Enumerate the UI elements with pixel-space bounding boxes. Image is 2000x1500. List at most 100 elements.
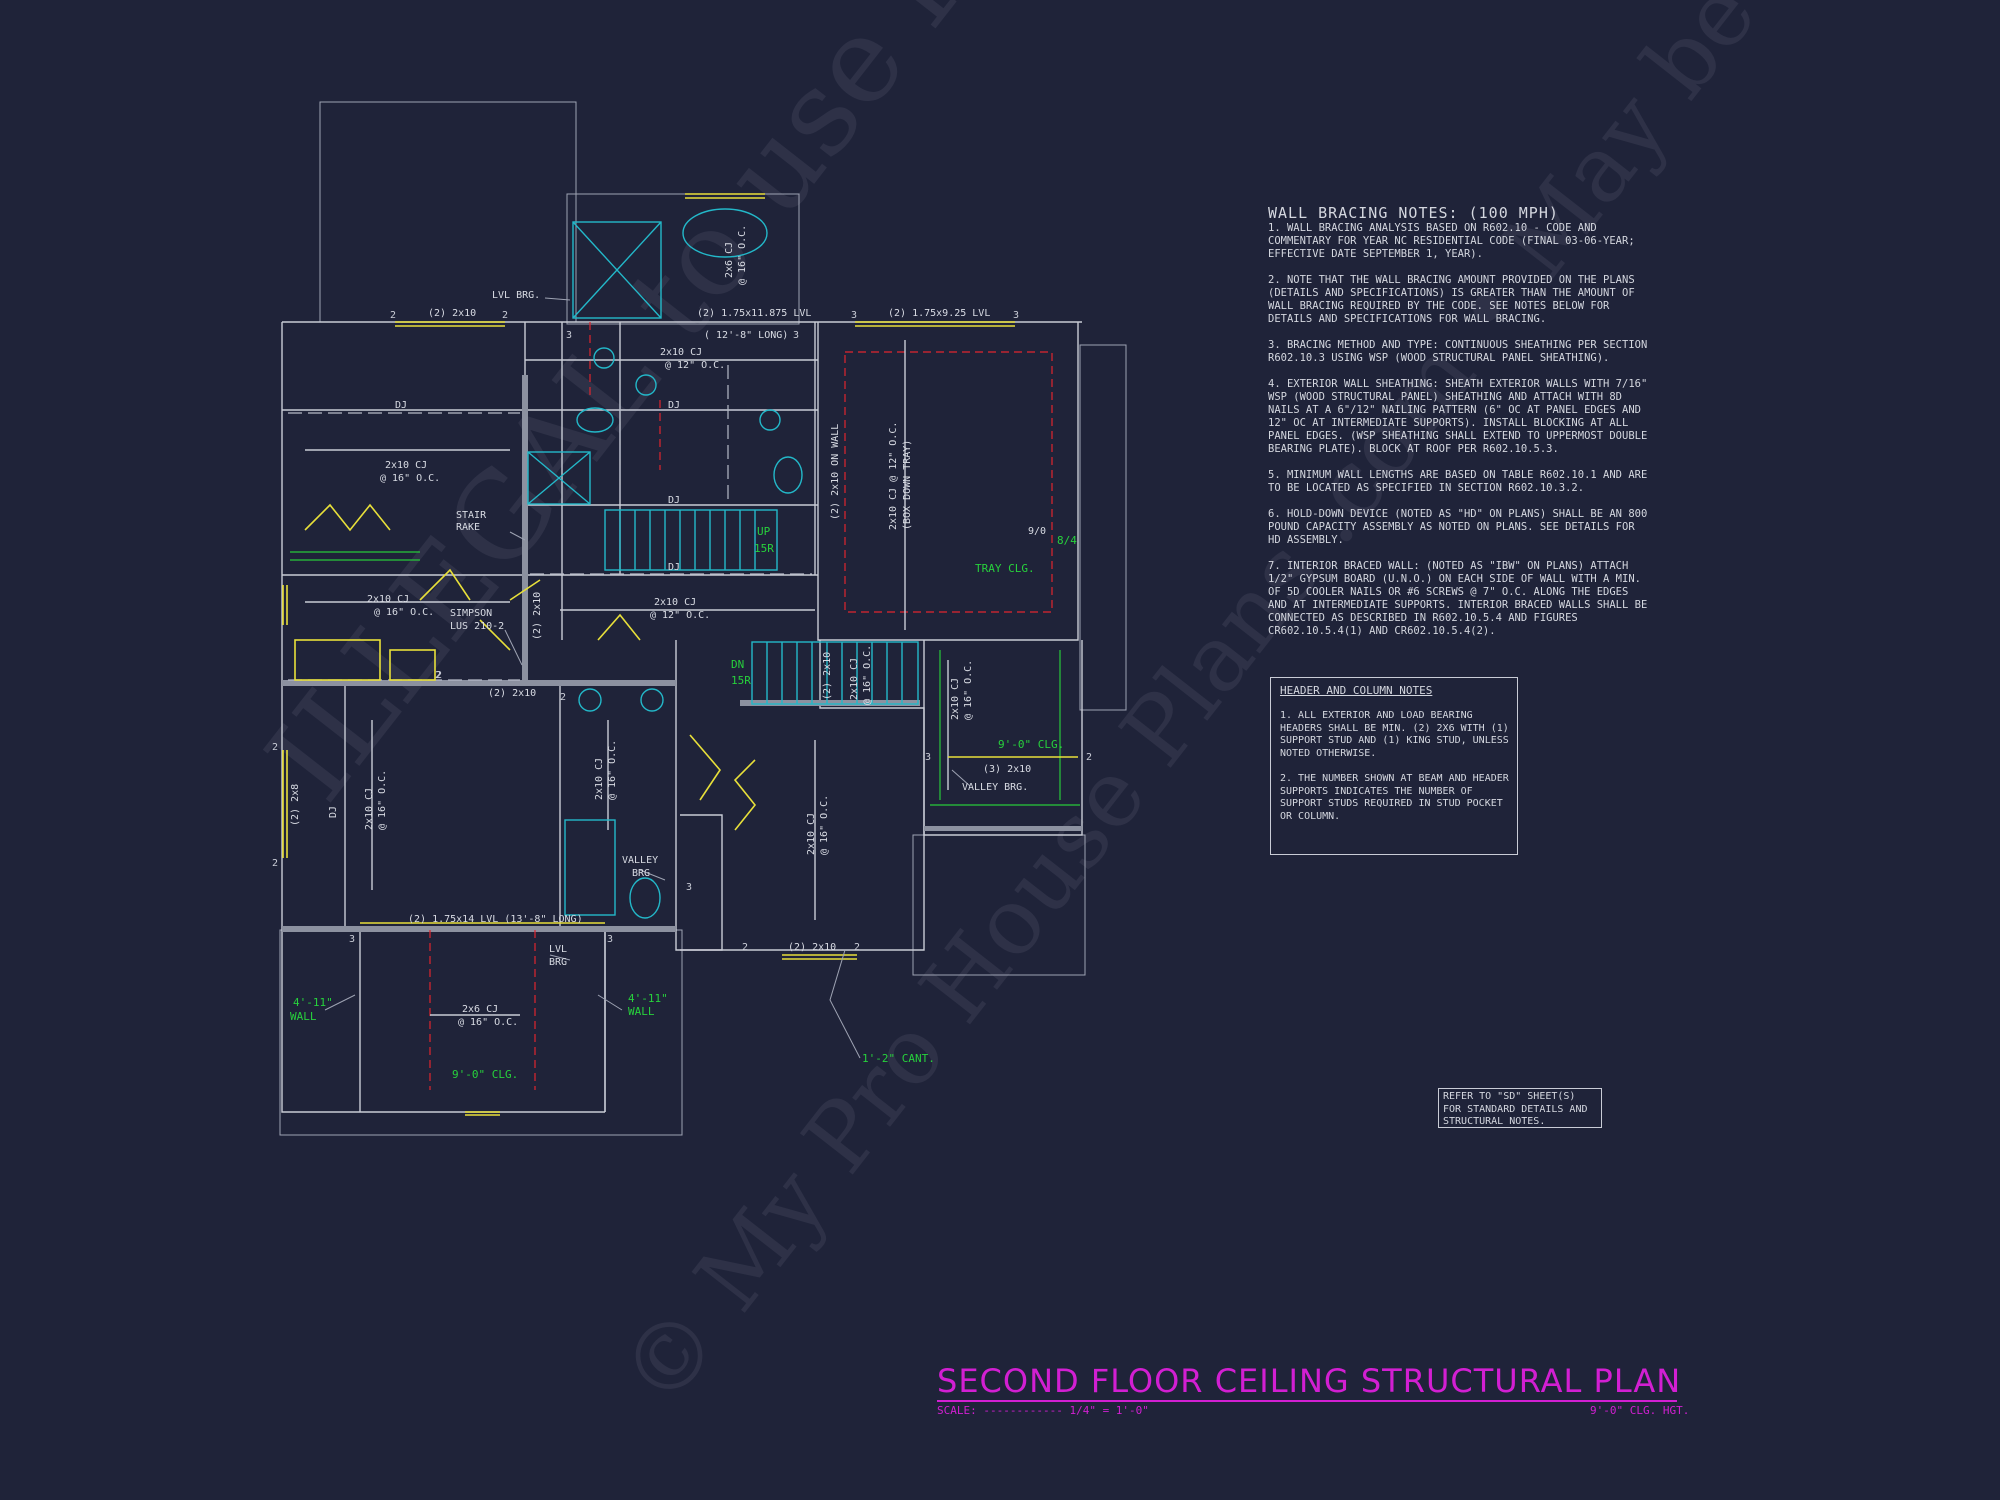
label-cj-bed-left: 2x10 CJ — [364, 788, 375, 830]
label-hdr-2x10-vert: (2) 2x10 — [532, 592, 543, 640]
label-lvl-brg-bottom: LVL — [549, 944, 567, 955]
label-cj-hall: 2x10 CJ — [594, 758, 605, 800]
toilet-3-icon — [629, 877, 661, 919]
bed-left-walls — [344, 685, 561, 930]
stud-count: 2 — [436, 670, 442, 681]
label-tray-84: 8/4 — [1057, 534, 1077, 547]
stud-count: 3 — [566, 330, 572, 341]
stud-count: 2 — [1086, 752, 1092, 763]
horizontal-walls — [282, 684, 676, 931]
stud-count: 2 — [560, 692, 566, 703]
label-cj-bed-left-sp: @ 16" O.C. — [377, 770, 388, 830]
closet-small — [680, 814, 723, 951]
label-beam-bottom: (2) 1.75x14 LVL (13'-8" LONG) — [408, 914, 583, 925]
stud-count: 2 — [742, 942, 748, 953]
left-room-walls — [282, 409, 525, 576]
toilet-1-icon — [576, 407, 614, 433]
label-clg-bottom: 9'-0" CLG. — [452, 1068, 518, 1081]
roof-outline-br — [912, 834, 1086, 976]
shower-left-x — [527, 451, 591, 505]
label-cj-mid: 2x10 CJ — [654, 597, 696, 608]
exterior-walls — [281, 321, 1082, 1113]
roof-block-top — [319, 101, 577, 323]
label-lvl-brg-top: LVL BRG. — [492, 290, 540, 301]
label-hdr-3-2x10: (3) 2x10 — [983, 764, 1031, 775]
sink-4-icon — [578, 688, 602, 712]
label-stair-cj: 2x10 CJ — [849, 658, 860, 700]
wall-hatch-1 — [282, 680, 676, 686]
label-beam-top: (2) 1.75x11.875 LVL — [697, 308, 811, 319]
label-cj-bed-mid-sp: @ 16" O.C. — [819, 795, 830, 855]
label-cj-right: 2x10 CJ — [950, 678, 961, 720]
label-wall-left2: WALL — [290, 1010, 317, 1023]
leader-lines — [324, 297, 971, 1059]
laundry-cabinet — [294, 639, 381, 681]
label-cj-mid-left: 2x10 CJ — [367, 594, 409, 605]
wall-hatch-2 — [282, 926, 676, 932]
wall-bracing-note: 5. MINIMUM WALL LENGTHS ARE BASED ON TAB… — [1268, 469, 1648, 494]
tub-top-icon — [682, 208, 768, 258]
master-suite-walls — [817, 322, 1079, 641]
wall-hatch-3 — [522, 375, 528, 685]
plan-title: SECOND FLOOR CEILING STRUCTURAL PLAN — [937, 1362, 1682, 1400]
reference-note: REFER TO "SD" SHEET(S) FOR STANDARD DETA… — [1438, 1088, 1602, 1128]
stud-count: 2 — [390, 310, 396, 321]
label-hdr-2x8: (2) 2x8 — [290, 784, 301, 826]
scale-label: SCALE: ------------ 1/4" = 1'-0" — [937, 1404, 1149, 1417]
label-wall-left: 4'-11" — [293, 996, 333, 1009]
bonus-red-lines — [429, 930, 536, 1090]
wall-bracing-note: 7. INTERIOR BRACED WALL: (NOTED AS "IBW"… — [1268, 560, 1648, 637]
label-cj-closet: 2x6 CJ — [724, 242, 735, 278]
stud-count: 3 — [349, 934, 355, 945]
span-arrows-v — [371, 340, 949, 1016]
label-stair-hdr: (2) 2x10 — [822, 652, 833, 700]
tray-outline — [844, 351, 1053, 613]
stair-walls — [525, 359, 818, 576]
stud-count: 3 — [793, 330, 799, 341]
stud-count: 3 — [686, 882, 692, 893]
label-valley-brg-right: VALLEY BRG. — [962, 782, 1028, 793]
laundry-sink — [389, 649, 436, 681]
label-beam-top-len: ( 12'-8" LONG) — [704, 330, 788, 341]
header-column-note: 2. THE NUMBER SHOWN AT BEAM AND HEADER S… — [1280, 773, 1509, 822]
label-hdr-bottom: (2) 2x10 — [788, 942, 836, 953]
label-wall-right: 4'-11" — [628, 992, 668, 1005]
header-column-notes: 1. ALL EXTERIOR AND LOAD BEARING HEADERS… — [1280, 710, 1512, 836]
sink-3-icon — [759, 409, 781, 431]
label-wall-right2: WALL — [628, 1005, 655, 1018]
label-cj-bed-mid: 2x10 CJ — [806, 813, 817, 855]
roof-outline-right — [1079, 344, 1127, 711]
label-tray-cj2: (BOX DOWN TRAY) — [902, 440, 913, 530]
label-dj-4: DJ — [668, 562, 680, 573]
label-tray-9: 9/0 — [1028, 526, 1046, 537]
stud-count: 2 — [502, 310, 508, 321]
label-simpson: SIMPSON — [450, 608, 492, 619]
label-cj-bottom: 2x6 CJ — [462, 1004, 498, 1015]
label-hdr-2x10-mid: (2) 2x10 — [488, 688, 536, 699]
bath-block-top — [566, 193, 800, 325]
wall-bracing-note: 6. HOLD-DOWN DEVICE (NOTED AS "HD" ON PL… — [1268, 508, 1648, 546]
label-dj-1: DJ — [395, 400, 407, 411]
header-column-box — [1270, 677, 1518, 855]
label-cant: 1'-2" CANT. — [862, 1052, 935, 1065]
stud-count: 3 — [607, 934, 613, 945]
label-clg-9-right: 9'-0" CLG. — [998, 738, 1064, 751]
label-stair-rake: STAIR — [456, 510, 487, 521]
label-simpson2: LUS 210-2 — [450, 621, 504, 632]
label-tray-clg: TRAY CLG. — [975, 562, 1035, 575]
label-on-wall: (2) 2x10 ON WALL — [830, 424, 841, 520]
wall-bracing-title: WALL BRACING NOTES: (100 MPH) — [1268, 204, 1559, 222]
stud-count: 3 — [925, 752, 931, 763]
label-beam-top-right: (2) 1.75x9.25 LVL — [888, 308, 990, 319]
header-column-note: 1. ALL EXTERIOR AND LOAD BEARING HEADERS… — [1280, 710, 1509, 759]
ceiling-height-label: 9'-0" CLG. HGT. — [1590, 1404, 1690, 1417]
green-markings — [290, 551, 1080, 806]
stud-count: 2 — [854, 942, 860, 953]
label-dn-risers: 15R — [731, 674, 751, 687]
wall-hatch-4 — [740, 700, 920, 706]
label-hdr-2x10-tl: (2) 2x10 — [428, 308, 476, 319]
wall-bracing-note: 2. NOTE THAT THE WALL BRACING AMOUNT PRO… — [1268, 274, 1635, 325]
label-cj-bath-top-sp: @ 12" O.C. — [665, 360, 725, 371]
label-cj-left-sp: @ 16" O.C. — [380, 473, 440, 484]
